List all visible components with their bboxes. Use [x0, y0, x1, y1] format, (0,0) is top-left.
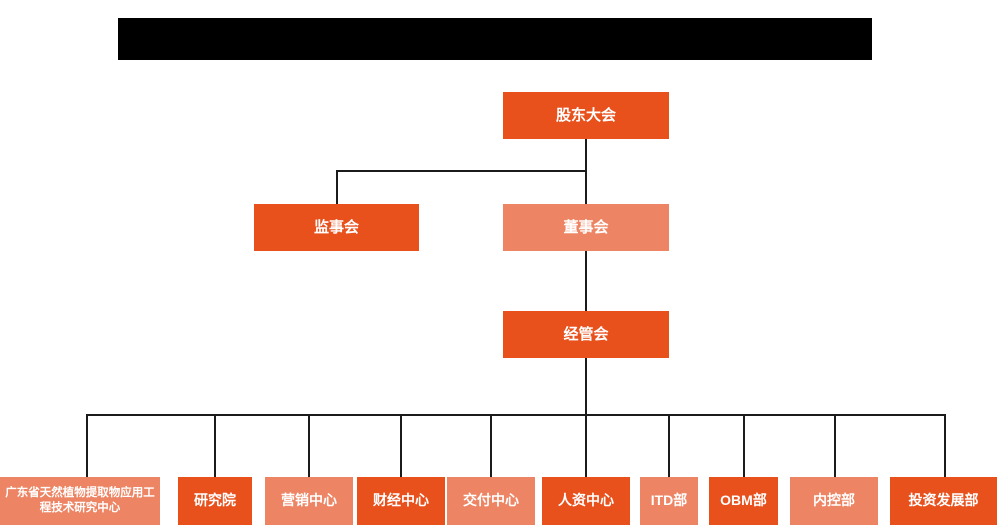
connector-board-to-management [585, 251, 587, 311]
node-management-committee[interactable]: 经管会 [503, 311, 669, 358]
connector-drop-10 [944, 414, 946, 477]
node-board-of-directors[interactable]: 董事会 [503, 204, 669, 251]
node-internal-control-department[interactable]: 内控部 [790, 477, 878, 525]
node-supervisory-board[interactable]: 监事会 [254, 204, 419, 251]
node-obm-department[interactable]: OBM部 [709, 477, 778, 525]
node-delivery-center[interactable]: 交付中心 [447, 477, 535, 525]
connector-drop-1 [86, 414, 88, 477]
connector-drop-2 [214, 414, 216, 477]
title-banner [118, 18, 872, 60]
node-guangdong-research-center[interactable]: 广东省天然植物提取物应用工程技术研究中心 [0, 477, 160, 525]
connector-l1-down [585, 139, 587, 171]
connector-drop-5 [490, 414, 492, 477]
connector-to-supervisory-board [336, 170, 338, 204]
connector-l1-branch-bar [336, 170, 587, 172]
connector-drop-9 [834, 414, 836, 477]
connector-drop-8 [743, 414, 745, 477]
connector-department-bus [86, 414, 946, 416]
node-itd-department[interactable]: ITD部 [640, 477, 698, 525]
node-marketing-center[interactable]: 营销中心 [265, 477, 353, 525]
connector-drop-3 [308, 414, 310, 477]
node-hr-center[interactable]: 人资中心 [542, 477, 630, 525]
node-shareholders-meeting[interactable]: 股东大会 [503, 92, 669, 139]
node-investment-development-department[interactable]: 投资发展部 [890, 477, 997, 525]
connector-drop-6 [585, 414, 587, 477]
node-research-institute[interactable]: 研究院 [178, 477, 252, 525]
node-finance-center[interactable]: 财经中心 [357, 477, 445, 525]
connector-drop-7 [668, 414, 670, 477]
connector-management-down [585, 358, 587, 415]
connector-to-board-of-directors [585, 170, 587, 204]
connector-drop-4 [400, 414, 402, 477]
